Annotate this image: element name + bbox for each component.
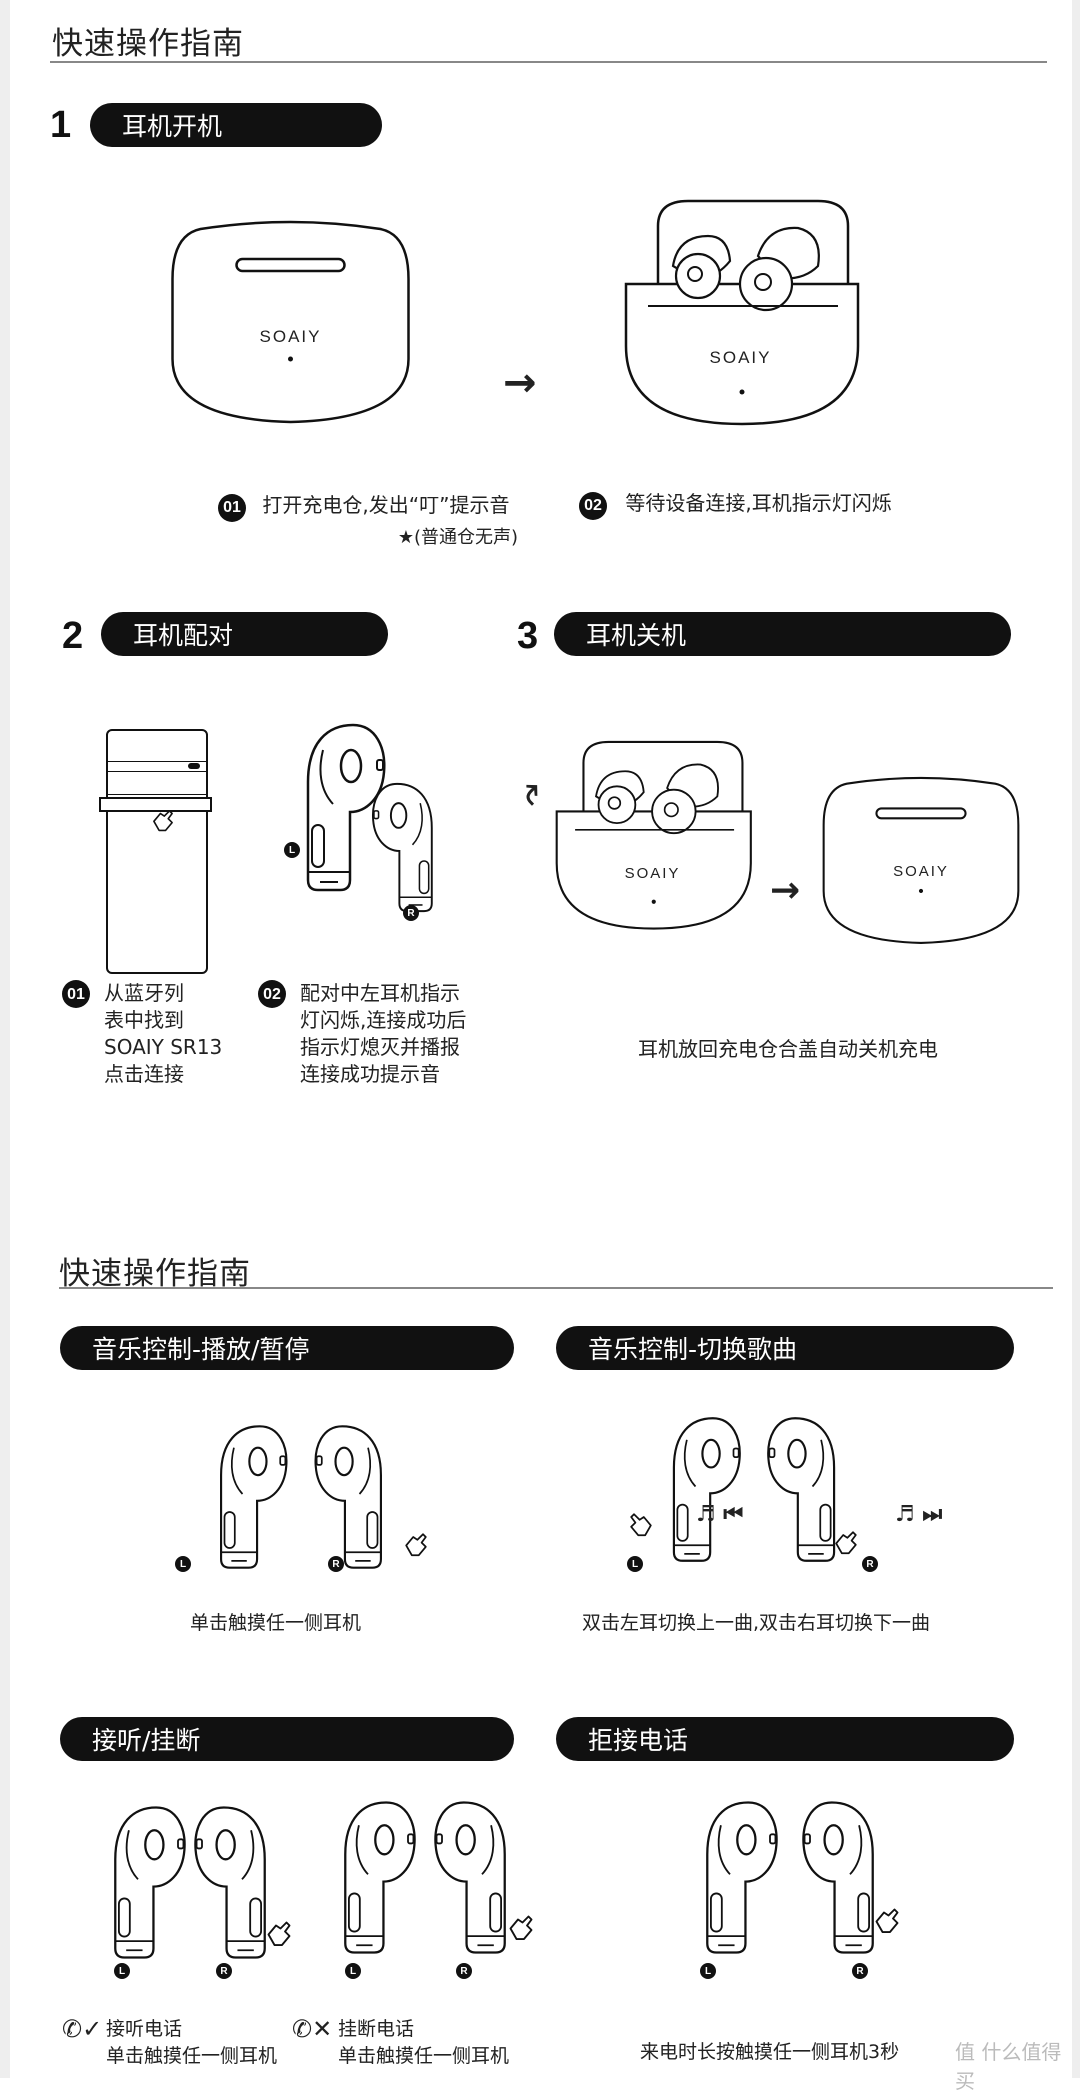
answer-title: 接听电话 bbox=[106, 2018, 183, 2040]
section-title: 音乐控制-播放/暂停 bbox=[92, 1335, 310, 1364]
right-margin bbox=[1072, 0, 1080, 2078]
case-closed-illustration: SOAIY bbox=[822, 770, 1020, 950]
hand-tap-icon bbox=[402, 1530, 430, 1558]
hand-tap-icon bbox=[150, 807, 176, 833]
case-brand: SOAIY bbox=[709, 348, 772, 367]
case-brand: SOAIY bbox=[624, 865, 681, 882]
section-header-reject-call: 拒接电话 bbox=[556, 1717, 1014, 1761]
section-number: 3 bbox=[517, 615, 539, 657]
hand-tap-icon bbox=[264, 1918, 294, 1948]
step-open-case: 01 打开充电仓,发出“叮”提示音 ★(普通仓无声) bbox=[218, 492, 518, 551]
section-number: 1 bbox=[50, 104, 72, 146]
left-margin bbox=[0, 0, 10, 2078]
title-divider bbox=[59, 1287, 1053, 1289]
guide-title: 快速操作指南 bbox=[59, 1256, 251, 1292]
hand-tap-icon bbox=[832, 1528, 860, 1556]
hand-tap-icon bbox=[872, 1905, 902, 1935]
left-label: L bbox=[627, 1556, 643, 1572]
hangup-desc: 单击触摸任一侧耳机 bbox=[338, 2045, 510, 2067]
step-badge: 01 bbox=[218, 493, 246, 522]
device-row bbox=[108, 785, 206, 795]
step-badge: 02 bbox=[258, 980, 286, 1008]
case-brand: SOAIY bbox=[893, 863, 949, 880]
section-title: 耳机配对 bbox=[133, 621, 234, 650]
earbud-left bbox=[195, 1422, 290, 1572]
section-header-play-pause: 音乐控制-播放/暂停 bbox=[60, 1326, 514, 1370]
right-label: R bbox=[328, 1556, 344, 1572]
earbud-left bbox=[88, 1800, 188, 1965]
section-header-answer-hangup: 接听/挂断 bbox=[60, 1717, 514, 1761]
right-label: R bbox=[862, 1556, 878, 1572]
earbud-left bbox=[648, 1412, 743, 1567]
step-line: 灯闪烁,连接成功后 bbox=[300, 1008, 467, 1032]
right-label: R bbox=[456, 1963, 472, 1979]
step-wait-connect: 02 等待设备连接,耳机指示灯闪烁 bbox=[579, 490, 892, 520]
left-label: L bbox=[175, 1556, 191, 1572]
section-header-switch-song: 音乐控制-切换歌曲 bbox=[556, 1326, 1014, 1370]
bluetooth-toggle-row bbox=[108, 761, 206, 772]
right-label: R bbox=[852, 1963, 868, 1979]
title-divider bbox=[50, 61, 1047, 63]
case-closed-illustration: SOAIY bbox=[170, 219, 411, 424]
power-off-caption: 耳机放回充电仓合盖自动关机充电 bbox=[638, 1037, 938, 1061]
case-open-illustration: SOAIY bbox=[550, 735, 755, 933]
play-pause-caption: 单击触摸任一侧耳机 bbox=[190, 1612, 362, 1634]
hand-tap-icon bbox=[506, 1912, 536, 1942]
watermark: 值 什么值得买 bbox=[955, 2040, 1062, 2093]
step-line: 点击连接 bbox=[104, 1062, 184, 1086]
section-title: 耳机关机 bbox=[586, 621, 687, 650]
section-title: 拒接电话 bbox=[588, 1726, 689, 1755]
step-line: 连接成功提示音 bbox=[300, 1062, 440, 1086]
music-previous-icon: ♬ ⏮ bbox=[696, 1502, 744, 1527]
left-label: L bbox=[345, 1963, 361, 1979]
section-header-pairing: 耳机配对 bbox=[101, 612, 388, 656]
earbud-right bbox=[312, 1422, 407, 1572]
case-open-illustration: SOAIY bbox=[618, 196, 863, 426]
step-line: SOAIY SR13 bbox=[104, 1035, 223, 1059]
section-number: 2 bbox=[62, 615, 84, 657]
music-next-icon: ♬ ⏭ bbox=[895, 1502, 943, 1527]
left-label: L bbox=[114, 1963, 130, 1979]
step-line: 表中找到 bbox=[104, 1008, 184, 1032]
earbud-right bbox=[800, 1795, 900, 1960]
step-line: 指示灯熄灭并播报 bbox=[300, 1035, 460, 1059]
right-label: R bbox=[403, 905, 419, 921]
step-pairing-indicator: 02 配对中左耳机指示 灯闪烁,连接成功后 指示灯熄灭并播报 连接成功提示音 bbox=[258, 980, 466, 1088]
step-text: 等待设备连接,耳机指示灯闪烁 bbox=[625, 491, 892, 515]
step-badge: 01 bbox=[62, 980, 90, 1008]
section-title: 接听/挂断 bbox=[92, 1726, 201, 1755]
phone-answer-icon: ✆✓ bbox=[62, 2015, 103, 2043]
phone-bluetooth-illustration bbox=[99, 729, 212, 974]
step-note: ★(普通仓无声) bbox=[397, 526, 518, 548]
arrow-right-icon: → bbox=[770, 870, 801, 911]
step-text: 打开充电仓,发出“叮”提示音 bbox=[262, 493, 510, 517]
right-label: R bbox=[216, 1963, 232, 1979]
phone-hangup-icon: ✆✕ bbox=[292, 2015, 333, 2043]
answer-desc: 单击触摸任一侧耳机 bbox=[106, 2045, 278, 2067]
earbud-left bbox=[680, 1795, 780, 1960]
guide-title: 快速操作指南 bbox=[52, 26, 244, 62]
step-badge: 02 bbox=[579, 491, 607, 520]
answer-call-text: 接听电话 单击触摸任一侧耳机 bbox=[106, 2016, 277, 2070]
section-header-power-off: 耳机关机 bbox=[554, 612, 1011, 656]
hangup-title: 挂断电话 bbox=[338, 2018, 415, 2040]
step-find-device: 01 从蓝牙列 表中找到 SOAIY SR13 点击连接 bbox=[62, 980, 222, 1088]
switch-song-caption: 双击左耳切换上一曲,双击右耳切换下一曲 bbox=[582, 1612, 931, 1634]
left-label: L bbox=[284, 842, 300, 858]
left-label: L bbox=[700, 1963, 716, 1979]
hand-tap-icon bbox=[627, 1510, 655, 1538]
case-brand: SOAIY bbox=[259, 327, 322, 346]
section-header-power-on: 耳机开机 bbox=[90, 103, 382, 147]
hangup-call-text: 挂断电话 单击触摸任一侧耳机 bbox=[338, 2016, 509, 2070]
step-line: 配对中左耳机指示 bbox=[300, 981, 460, 1005]
step-line: 从蓝牙列 bbox=[104, 981, 184, 1005]
curved-arrow-icon: ⤶ bbox=[512, 774, 555, 816]
reject-call-caption: 来电时长按触摸任一侧耳机3秒 bbox=[640, 2041, 900, 2063]
section-title: 耳机开机 bbox=[122, 112, 223, 141]
earbud-left bbox=[318, 1795, 418, 1960]
device-row-highlighted bbox=[99, 797, 212, 812]
arrow-right-icon: → bbox=[503, 360, 537, 406]
earbud-right bbox=[370, 780, 455, 915]
section-title: 音乐控制-切换歌曲 bbox=[588, 1335, 798, 1364]
